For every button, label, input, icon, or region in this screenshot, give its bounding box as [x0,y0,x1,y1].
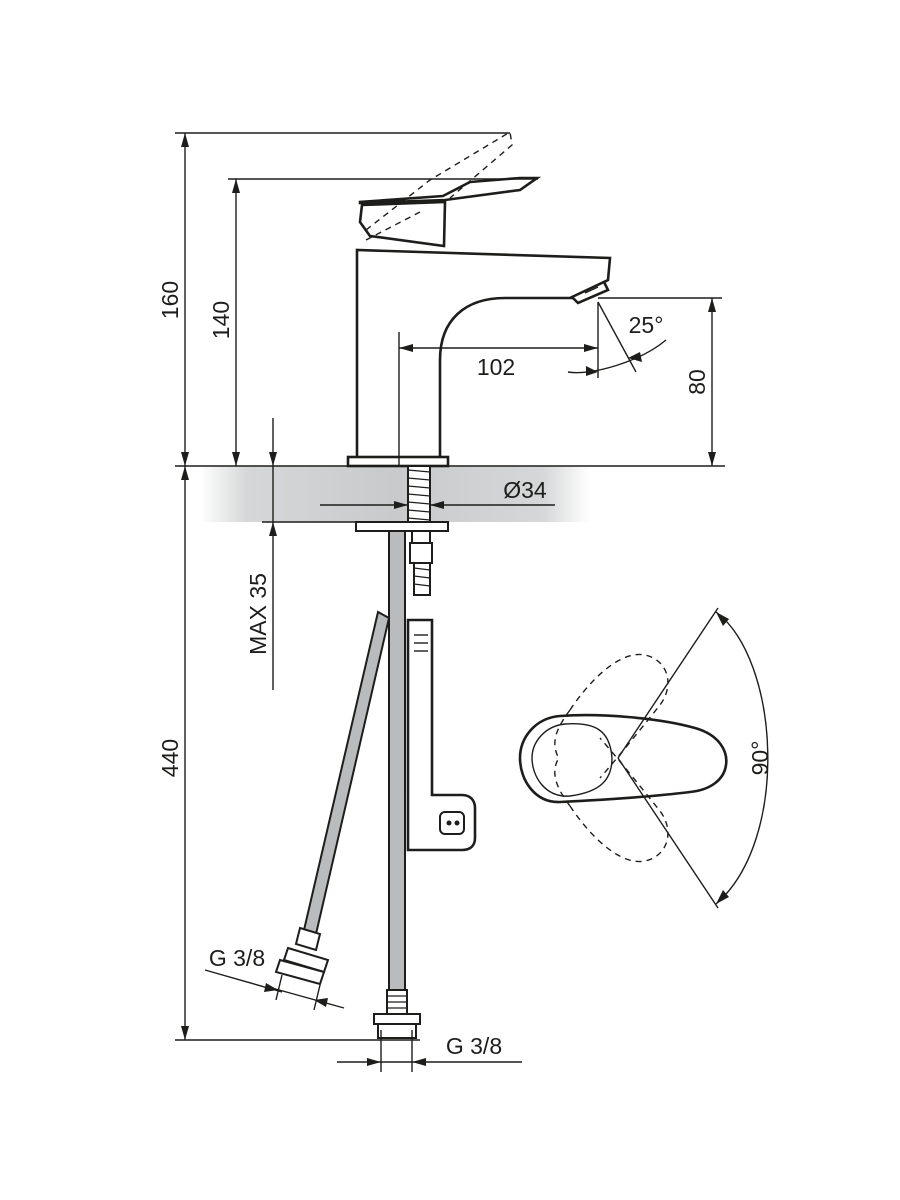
dim-80: 80 [684,369,710,395]
dim-102: 102 [477,354,515,380]
lever-handle [358,176,542,248]
dim-g38-left: G 3/8 [209,945,265,971]
dim-140: 140 [208,301,234,339]
dim-max-35: MAX 35 [245,573,271,655]
countertop-section [200,466,590,522]
faucet-body [346,248,612,468]
dim-g38-bottom: G 3/8 [446,1033,502,1059]
dimension-lines [175,132,769,1072]
top-view-lever [518,653,728,863]
lever-raised-ghost [365,130,513,241]
hose-clip [406,618,477,852]
mounting-rod [355,465,449,596]
hose-angled [274,610,391,986]
dim-440: 440 [157,739,183,777]
dim-160: 160 [157,281,183,319]
dim-25-deg: 25° [629,312,664,338]
hose-straight [373,530,421,1039]
dim-90-deg: 90° [747,741,773,776]
dim-diameter-34: Ø34 [503,477,547,503]
